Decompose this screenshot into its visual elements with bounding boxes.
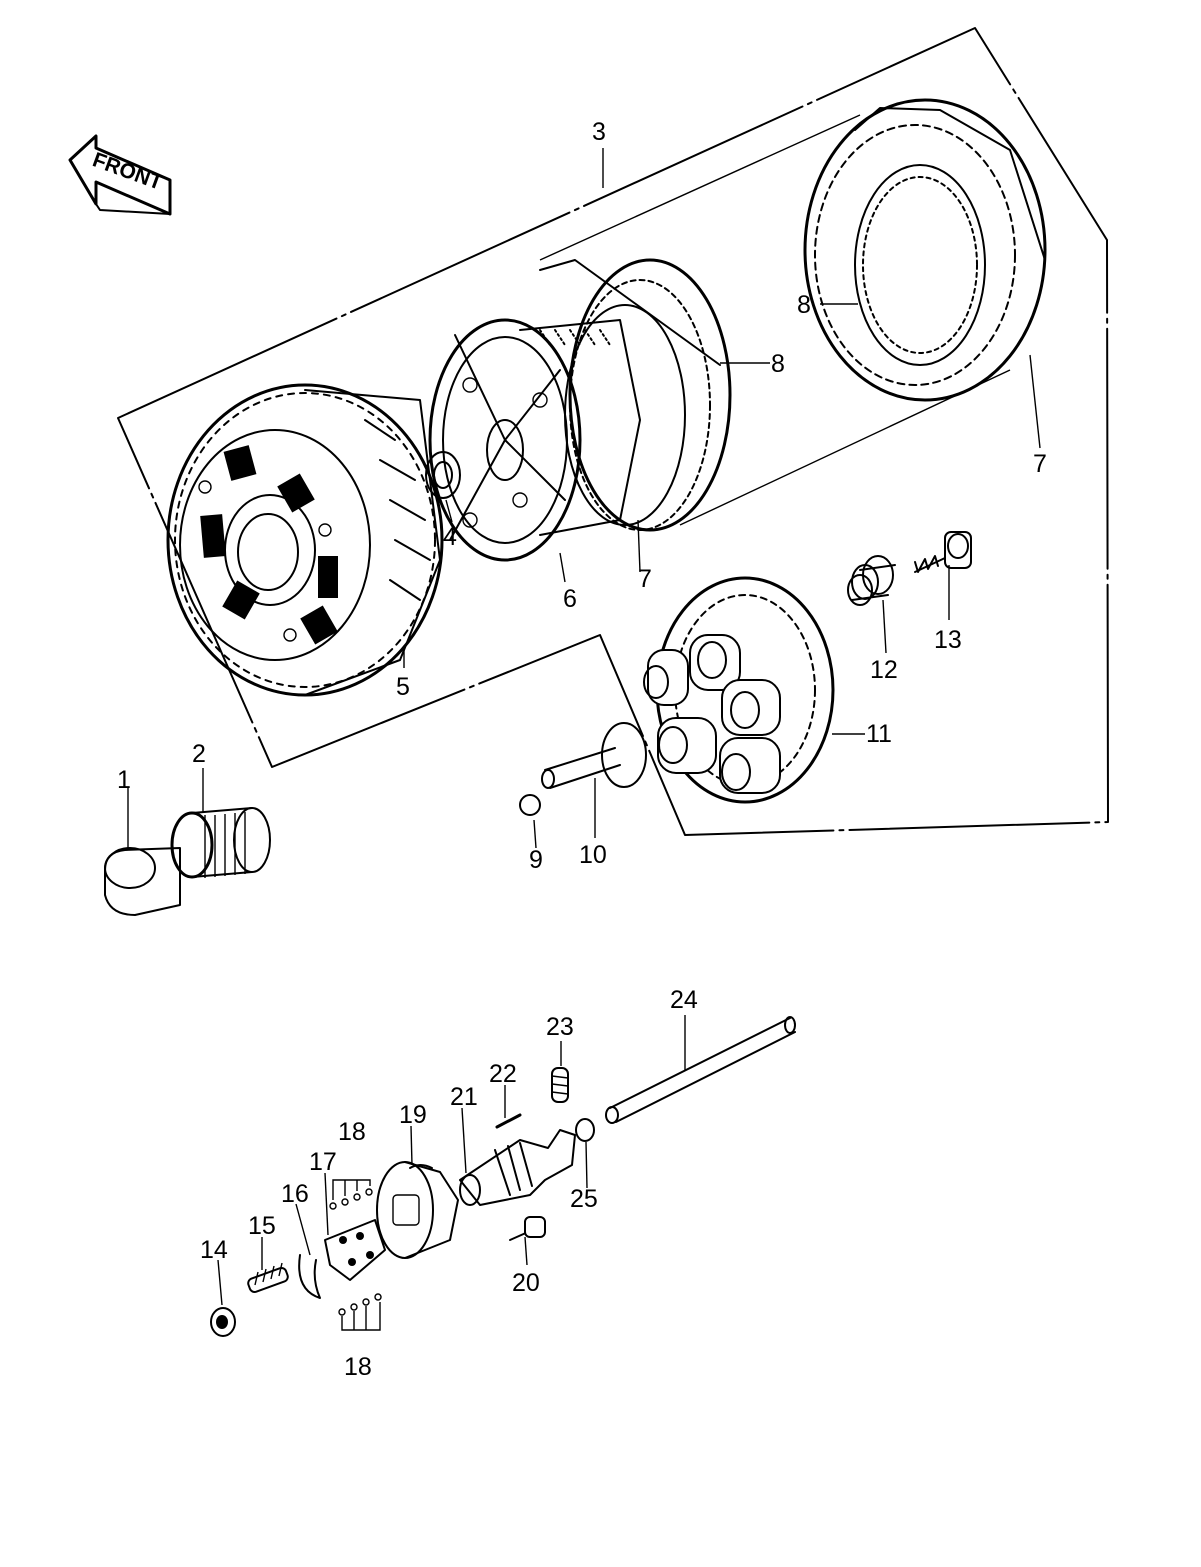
assembly-outline bbox=[117, 27, 1109, 836]
callout-10: 10 bbox=[579, 841, 607, 869]
callout-12: 12 bbox=[870, 656, 898, 684]
callout-7-center: 7 bbox=[638, 565, 652, 593]
callout-20: 20 bbox=[512, 1269, 540, 1297]
callouts: 1 2 3 4 5 6 7 7 8 8 9 10 11 12 13 14 15 … bbox=[117, 118, 1047, 1381]
release-spring bbox=[551, 1067, 569, 1103]
callout-11: 11 bbox=[866, 720, 892, 748]
callout-21: 21 bbox=[450, 1083, 478, 1111]
front-label: FRONT bbox=[90, 148, 166, 194]
steel-ball bbox=[519, 794, 541, 816]
release-housing bbox=[376, 1161, 459, 1259]
release-shaft bbox=[605, 1016, 796, 1124]
release-lever bbox=[459, 1129, 576, 1206]
adjusting-screw bbox=[247, 1262, 289, 1294]
callout-17: 17 bbox=[309, 1148, 337, 1176]
callout-7-right: 7 bbox=[1033, 450, 1047, 478]
callout-3: 3 bbox=[592, 118, 606, 146]
clutch-hub bbox=[428, 318, 641, 562]
clutch-spring bbox=[847, 555, 896, 606]
leader-lines bbox=[127, 148, 1041, 1306]
callout-25: 25 bbox=[570, 1185, 598, 1213]
callout-18-lower: 18 bbox=[344, 1353, 372, 1381]
steel-balls-lower bbox=[338, 1293, 382, 1331]
callout-22: 22 bbox=[489, 1060, 517, 1088]
callout-6: 6 bbox=[563, 585, 577, 613]
callout-9: 9 bbox=[529, 846, 543, 874]
callout-13: 13 bbox=[934, 626, 962, 654]
release-pin bbox=[495, 1113, 522, 1129]
callout-23: 23 bbox=[546, 1013, 574, 1041]
clutch-housing bbox=[166, 383, 444, 697]
release-ball-plate bbox=[324, 1219, 386, 1281]
callout-24: 24 bbox=[670, 986, 698, 1014]
clutch-sleeve bbox=[104, 847, 181, 916]
callout-14: 14 bbox=[200, 1236, 228, 1264]
spring-bolt bbox=[914, 531, 972, 573]
callout-5: 5 bbox=[396, 673, 410, 701]
circlip bbox=[298, 1254, 321, 1299]
steel-balls-upper bbox=[329, 1179, 373, 1210]
callout-8-right: 8 bbox=[797, 291, 811, 319]
front-arrow-icon: FRONT bbox=[68, 134, 172, 216]
clutch-plates-right bbox=[803, 98, 1047, 402]
callout-8-center: 8 bbox=[771, 350, 785, 378]
lock-nut bbox=[210, 1307, 236, 1337]
callout-19: 19 bbox=[399, 1101, 427, 1129]
assembly-guide-lines bbox=[539, 114, 1011, 526]
callout-15: 15 bbox=[248, 1212, 276, 1240]
callout-4: 4 bbox=[443, 523, 457, 551]
housing-screw bbox=[509, 1216, 546, 1241]
callout-18-upper: 18 bbox=[338, 1118, 366, 1146]
pressure-plate bbox=[643, 576, 835, 804]
callout-2: 2 bbox=[192, 740, 206, 768]
needle-bearing bbox=[170, 807, 271, 879]
push-rod bbox=[541, 722, 647, 789]
o-ring bbox=[575, 1118, 595, 1142]
clutch-plates-center bbox=[539, 258, 732, 532]
callout-1: 1 bbox=[117, 766, 131, 794]
callout-16: 16 bbox=[281, 1180, 309, 1208]
